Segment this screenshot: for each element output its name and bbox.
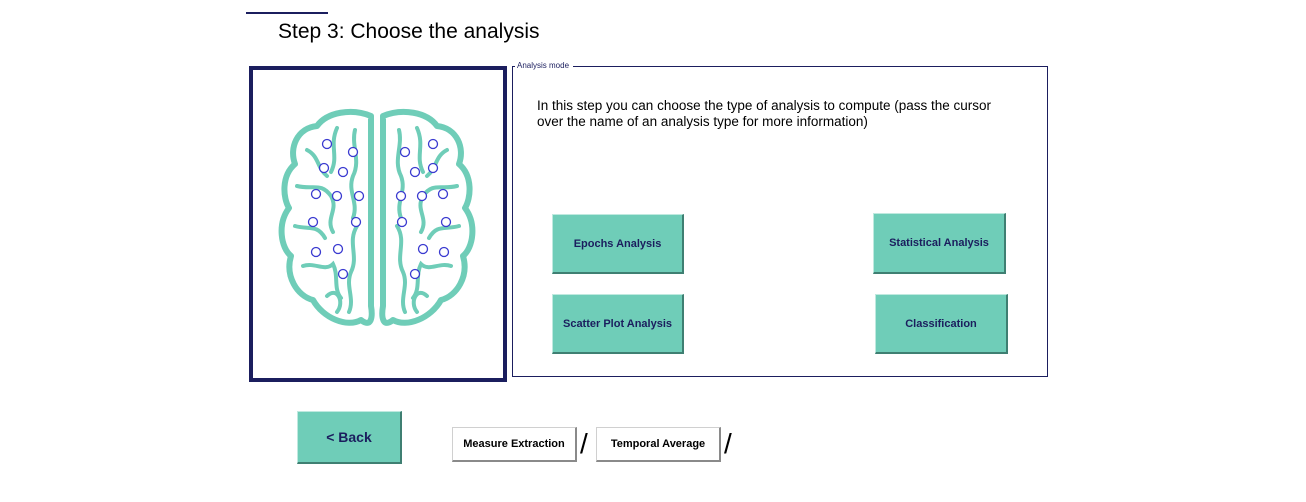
page-title: Step 3: Choose the analysis	[278, 20, 540, 43]
brain-image-frame	[249, 66, 507, 382]
statistical-analysis-button[interactable]: Statistical Analysis	[873, 213, 1006, 274]
analysis-mode-legend: Analysis mode	[515, 61, 574, 71]
epochs-analysis-button[interactable]: Epochs Analysis	[552, 214, 684, 274]
breadcrumb-separator: /	[580, 428, 588, 459]
brain-electrodes-icon	[278, 108, 476, 326]
breadcrumb-measure-extraction[interactable]: Measure Extraction	[452, 427, 577, 462]
back-button[interactable]: < Back	[297, 411, 402, 464]
analysis-mode-description: In this step you can choose the type of …	[537, 98, 991, 129]
classification-button[interactable]: Classification	[875, 294, 1008, 354]
breadcrumb-temporal-average[interactable]: Temporal Average	[596, 427, 721, 462]
scatter-plot-analysis-button[interactable]: Scatter Plot Analysis	[552, 294, 684, 354]
breadcrumb-separator: /	[724, 428, 732, 459]
header-rule	[246, 12, 328, 14]
analysis-mode-group	[512, 66, 1048, 377]
